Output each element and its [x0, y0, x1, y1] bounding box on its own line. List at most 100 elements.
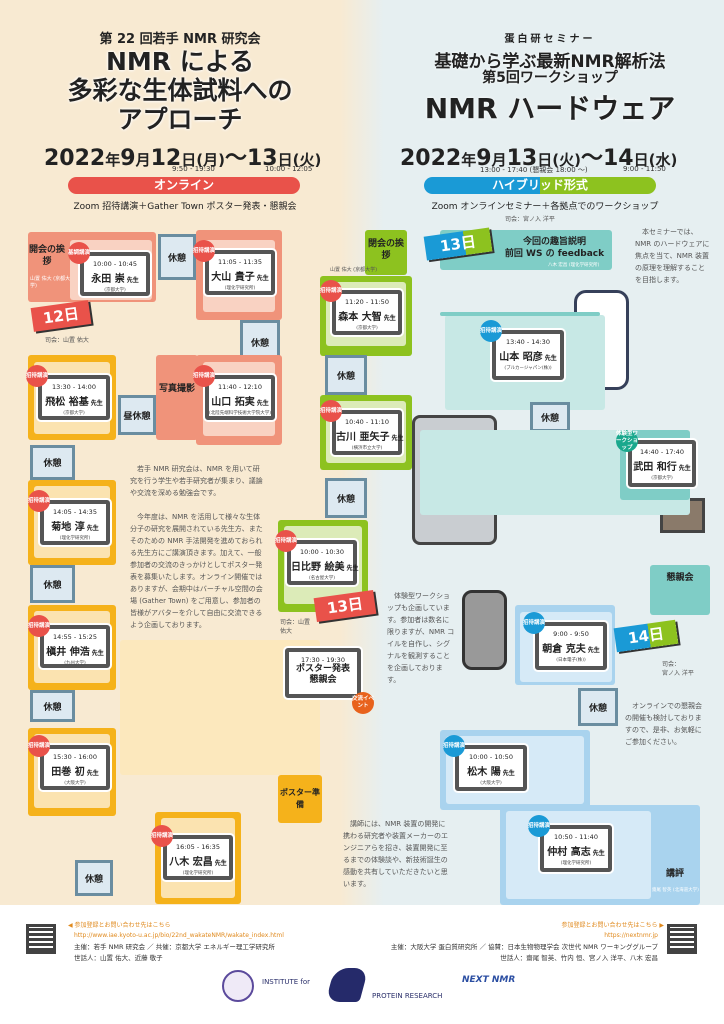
kyoto-iae-logo [222, 970, 254, 1002]
break-block: 休憩 [325, 478, 367, 518]
speaker-affiliation: (九州大学) [64, 661, 86, 666]
chair-day13: 司会：山置 佑大 [280, 619, 311, 635]
talk-type-badge: 招待講演 [523, 612, 545, 634]
speaker-name: 八木 宏昌 [169, 857, 213, 868]
right-description-2: 体験型ワークショップも企画しています。参加者は数名に限りますが、NMR コイルを… [387, 592, 455, 684]
honorific: 先生 [383, 315, 396, 322]
honorific: 先生 [91, 650, 104, 657]
schedule-zone [156, 355, 198, 440]
nmr-magnet-illustration [462, 590, 507, 670]
left-register-label[interactable]: ◀ 参加登録とお問い合わせ先はこちら [68, 922, 171, 929]
chair-right-day13: 司会：宮ノ入 洋平 [505, 216, 555, 223]
speaker-name: 仲村 高志 [547, 847, 591, 858]
speaker-name-row: 武田 和行先生 [632, 458, 692, 473]
chair-day14: 司会： 宮ノ入 洋平 [662, 661, 694, 677]
left-description: 若手 NMR 研究会は、NMR を用いて研究を行う学生や若手研究者が集まり、議論… [130, 465, 263, 629]
honorific: 先生 [256, 275, 269, 282]
speaker-affiliation: (京都大学) [356, 326, 378, 331]
right-register-label[interactable]: 参加登録とお問い合わせ先はこちら ▶ [561, 922, 664, 929]
speaker-name-row: 大山 貴子先生 [209, 268, 271, 283]
speaker-name-row: 八木 宏昌先生 [167, 853, 229, 868]
speaker-name-row: 古川 亜矢子先生 [336, 428, 404, 443]
talk-card[interactable]: 13:30 - 14:00 飛松 裕基先生 (京都大学) [38, 375, 110, 420]
honorific: 先生 [126, 277, 139, 284]
right-time-day1: 13:00 - 17:40 (懇親会 18:00 〜) [480, 166, 588, 174]
left-organizer: 主催：若手 NMR 研究会 ／ 共催：京都大学 エネルギー理工学研究所 [74, 943, 275, 951]
footer [0, 905, 724, 1024]
talk-type-badge: 招待講演 [480, 320, 502, 342]
right-register-link[interactable]: https://nextnmr.jp [604, 932, 658, 939]
talk-time: 11:40 - 12:10 [218, 383, 262, 391]
left-register-link[interactable]: http://www.iae.kyoto-u.ac.jp/bio/22nd_wa… [74, 932, 284, 939]
speaker-name: 森本 大智 [338, 312, 382, 323]
talk-time: 13:30 - 14:00 [52, 383, 96, 391]
honorific: 先生 [544, 355, 557, 362]
speaker-affiliation: (北陸先端科学技術大学院大学) [209, 411, 272, 416]
speaker-affiliation: (理化学研究所) [224, 286, 256, 291]
honorific: 先生 [214, 860, 227, 867]
speaker-name-row: 田巻 初先生 [44, 763, 106, 778]
speaker-name: 山本 昭彦 [499, 352, 543, 363]
talk-type-badge: 招待講演 [28, 490, 50, 512]
right-format-pill: ハイブリッド形式 [424, 177, 656, 194]
break-block: 昼休憩 [118, 395, 156, 435]
left-format-pill: オンライン [68, 177, 300, 194]
speaker-affiliation: (京都大学) [63, 411, 85, 416]
talk-time: 15:30 - 16:00 [53, 753, 97, 761]
talk-time: 11:05 - 11:35 [218, 258, 262, 266]
speaker-name-row: 松木 陽先生 [459, 763, 523, 778]
left-time-day2: 10:00 - 12:05 [265, 165, 313, 173]
break-block: 休憩 [30, 445, 75, 480]
talk-type-badge: 体験型ワークショップ [616, 430, 639, 452]
right-date: 2022年9月13日(火)〜14日(水) [400, 146, 678, 171]
opening-remarks-label: 開会の挨拶 [29, 245, 66, 267]
talk-type-badge: 招待講演 [26, 365, 48, 387]
speaker-name: 永田 崇 [91, 274, 125, 285]
speaker-affiliation: (名古屋大学) [308, 576, 335, 581]
honorific: 先生 [86, 525, 99, 532]
talk-time: 14:05 - 14:35 [53, 508, 97, 516]
honorific: 先生 [86, 770, 99, 777]
talk-card[interactable]: 11:05 - 11:35 大山 貴子先生 (理化学研究所) [205, 250, 275, 295]
schedule-zone [278, 775, 322, 823]
right-qr-code-icon [667, 924, 697, 954]
talk-time: 10:50 - 11:40 [554, 833, 598, 841]
speaker-name: 武田 和行 [633, 462, 677, 473]
photo-session-label: 写真撮影 [158, 384, 195, 394]
intro-title: 今回の趣旨説明 [522, 237, 586, 247]
right-title-3: NMR ハードウェア [424, 92, 676, 125]
right-title-2: 第5回ワークショップ [482, 70, 618, 86]
social-label: 懇親会 [666, 573, 694, 583]
left-subtitle: 第 22 回若手 NMR 研究会 [99, 32, 261, 47]
speaker-name-row: 槇井 伸浩先生 [44, 643, 106, 658]
right-organizer: 主催：大阪大学 蛋白質研究所 ／ 協賛：日本生物物理学会 次世代 NMR ワーキ… [390, 943, 658, 951]
speaker-name-row: 朝倉 克夫先生 [539, 640, 603, 655]
right-description-4: 講師には、NMR 装置の開発に携わる研究者や装置メーカーのエンジニアらを招き、装… [343, 820, 448, 888]
left-staff: 世話人：山置 佑大、近藤 敬子 [74, 954, 163, 962]
speaker-name-row: 飛松 裕基先生 [42, 393, 106, 408]
break-block: 休憩 [30, 690, 75, 722]
speaker-name: 松木 陽 [467, 767, 501, 778]
talk-type-badge: 招待講演 [443, 735, 465, 757]
speaker-affiliation: (理化学研究所) [560, 861, 592, 866]
left-title-line: 多彩な生体試料への [67, 76, 293, 105]
review-label: 講評 [665, 869, 684, 879]
social-event-badge: 交流イベント [352, 692, 374, 714]
speaker-affiliation: (理化学研究所) [59, 536, 91, 541]
talk-type-badge: 招待講演 [320, 280, 342, 302]
